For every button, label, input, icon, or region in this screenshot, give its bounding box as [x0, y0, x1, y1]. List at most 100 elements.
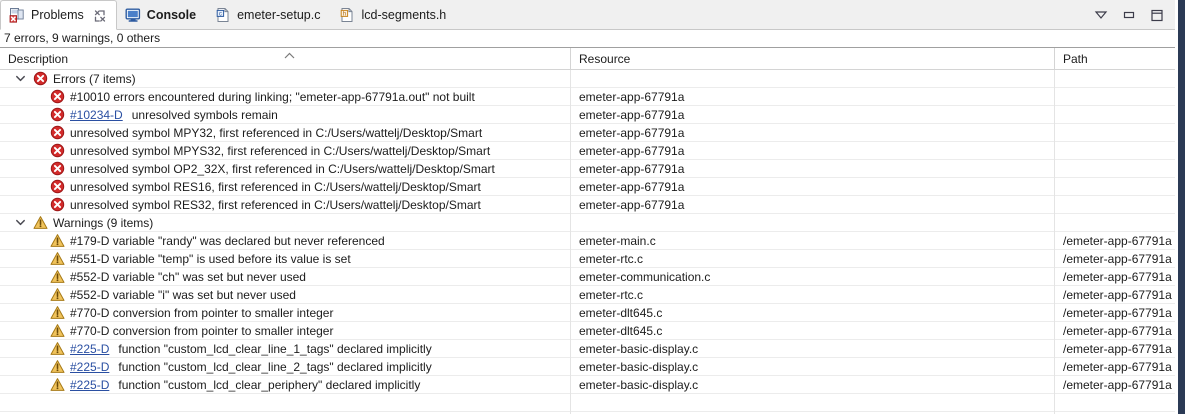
tab-bar: Problems Console c emeter-setup.c h lcd-… — [0, 0, 1178, 30]
svg-text:h: h — [343, 12, 346, 18]
column-header-path[interactable]: Path — [1055, 48, 1178, 70]
cell-path — [1055, 160, 1178, 178]
cell-path — [1055, 88, 1178, 106]
cell-path: /emeter-app-67791a — [1063, 377, 1172, 392]
column-header-description[interactable]: Description — [0, 48, 571, 70]
tab-label: Console — [146, 7, 197, 22]
cell-path: /emeter-app-67791a — [1063, 251, 1172, 266]
cell-description: unresolved symbol MPYS32, first referenc… — [0, 141, 571, 160]
cell-path: /emeter-app-67791a — [1063, 359, 1172, 374]
warning-icon — [50, 270, 65, 283]
tab-label: lcd-segments.h — [361, 7, 447, 22]
column-header-description-label: Description — [8, 52, 69, 66]
close-icon[interactable] — [94, 9, 105, 22]
table-row[interactable]: #770-D conversion from pointer to smalle… — [0, 303, 1178, 322]
cell-path — [1055, 214, 1178, 232]
cell-path: /emeter-app-67791a — [1063, 233, 1172, 248]
cell-resource: emeter-app-67791a — [571, 159, 1055, 178]
warning-icon — [50, 342, 65, 355]
warning-icon — [50, 252, 65, 265]
table-row[interactable]: #552-D variable "i" was set but never us… — [0, 285, 1178, 304]
cell-resource: emeter-app-67791a — [571, 105, 1055, 124]
cell-path: /emeter-app-67791a — [1063, 341, 1172, 356]
cell-resource: emeter-dlt645.c — [571, 303, 1055, 322]
cell-description: #770-D conversion from pointer to smalle… — [0, 303, 571, 322]
table-body: Errors (7 items) #10010 errors encounter… — [0, 69, 1178, 414]
problem-message: #551-D variable "temp" is used before it… — [70, 251, 351, 266]
table-row[interactable]: #10234-D unresolved symbols remain emeter-… — [0, 105, 1178, 124]
column-header-resource[interactable]: Resource — [571, 48, 1055, 70]
table-row[interactable]: #552-D variable "ch" was set but never u… — [0, 267, 1178, 286]
chevron-down-icon[interactable] — [12, 214, 28, 232]
error-icon — [50, 125, 65, 140]
cell-description: Warnings (9 items) — [0, 213, 571, 232]
tab-lcd-segments-h[interactable]: h lcd-segments.h — [331, 0, 457, 30]
column-header-path-label: Path — [1063, 52, 1088, 66]
cell-resource — [571, 393, 1055, 412]
problem-message: function "custom_lcd_clear_line_1_tags" … — [118, 341, 432, 356]
cell-description: #225-D function "custom_lcd_clear_line_1_… — [0, 339, 571, 358]
table-row[interactable]: #225-D function "custom_lcd_clear_line_1_… — [0, 339, 1178, 358]
minimize-icon[interactable] — [1122, 8, 1136, 22]
cell-path — [1055, 394, 1178, 412]
problem-message: unresolved symbol RES32, first reference… — [70, 197, 481, 212]
problem-summary: 7 errors, 9 warnings, 0 others — [0, 30, 1178, 47]
error-icon — [33, 71, 48, 86]
tab-emeter-setup-c[interactable]: c emeter-setup.c — [207, 0, 331, 30]
tab-console[interactable]: Console — [117, 0, 207, 30]
window-edge-strip — [1178, 0, 1185, 414]
cell-resource: emeter-app-67791a — [571, 87, 1055, 106]
tab-label: emeter-setup.c — [237, 7, 321, 22]
cell-path — [1055, 106, 1178, 124]
svg-text:c: c — [219, 12, 222, 18]
tab-problems[interactable]: Problems — [0, 0, 117, 30]
view-menu-icon[interactable] — [1094, 8, 1108, 22]
filler-cell — [571, 412, 1055, 414]
view-controls — [1094, 0, 1178, 30]
cell-description: #552-D variable "i" was set but never us… — [0, 285, 571, 304]
table-group-row[interactable]: Warnings (9 items) — [0, 213, 1178, 232]
cell-resource: emeter-rtc.c — [571, 249, 1055, 268]
tab-label: Problems — [31, 7, 84, 22]
problem-message: #770-D conversion from pointer to smalle… — [70, 305, 334, 320]
cell-description: #10010 errors encountered during linking… — [0, 87, 571, 106]
error-icon — [50, 107, 65, 122]
error-icon — [50, 197, 65, 212]
table-row[interactable]: unresolved symbol RES32, first reference… — [0, 195, 1178, 214]
problem-message: unresolved symbols remain — [131, 107, 278, 122]
problem-message: #770-D conversion from pointer to smalle… — [70, 323, 334, 338]
cell-resource: emeter-communication.c — [571, 267, 1055, 286]
table-row[interactable]: unresolved symbol OP2_32X, first referen… — [0, 159, 1178, 178]
table-row[interactable]: #179-D variable "randy" was declared but… — [0, 231, 1178, 250]
problem-message: unresolved symbol MPY32, first reference… — [70, 125, 483, 140]
group-label: Errors (7 items) — [53, 71, 136, 86]
cell-description: #551-D variable "temp" is used before it… — [0, 249, 571, 268]
problem-code-link[interactable]: #225-D — [70, 359, 110, 374]
cell-resource: emeter-basic-display.c — [571, 339, 1055, 358]
table-row[interactable]: unresolved symbol MPY32, first reference… — [0, 123, 1178, 142]
problem-code-link[interactable]: #225-D — [70, 377, 110, 392]
cell-resource: emeter-app-67791a — [571, 177, 1055, 196]
maximize-icon[interactable] — [1150, 8, 1164, 22]
table-row[interactable]: #10010 errors encountered during linking… — [0, 87, 1178, 106]
problem-code-link[interactable]: #225-D — [70, 341, 110, 356]
chevron-down-icon[interactable] — [12, 70, 28, 88]
problem-code-link[interactable]: #10234-D — [70, 107, 123, 122]
cell-description: unresolved symbol OP2_32X, first referen… — [0, 159, 571, 178]
table-row[interactable]: unresolved symbol MPYS32, first referenc… — [0, 141, 1178, 160]
h-file-icon: h — [341, 8, 353, 22]
warning-icon — [50, 234, 65, 247]
problems-icon — [9, 8, 24, 23]
group-label: Warnings (9 items) — [53, 215, 154, 230]
warning-icon — [50, 324, 65, 337]
cell-path — [1055, 142, 1178, 160]
table-row[interactable]: unresolved symbol RES16, first reference… — [0, 177, 1178, 196]
cell-description: #10234-D unresolved symbols remain — [0, 105, 571, 124]
cell-path — [1055, 178, 1178, 196]
table-row[interactable]: #551-D variable "temp" is used before it… — [0, 249, 1178, 268]
table-group-row[interactable]: Errors (7 items) — [0, 69, 1178, 88]
table-row[interactable]: #770-D conversion from pointer to smalle… — [0, 321, 1178, 340]
